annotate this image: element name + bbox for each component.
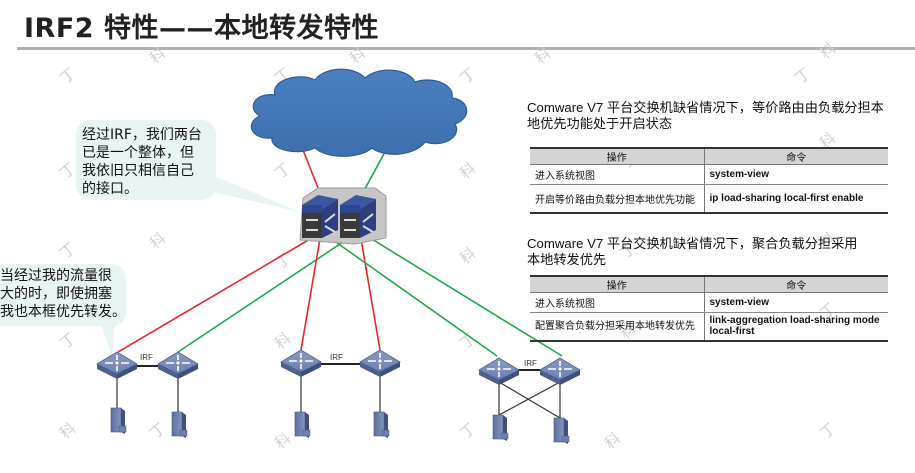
speech-bubble-irf-core: 经过IRF，我们两台 已是一个整体，但 我依旧只相信自己 的接口。 xyxy=(76,120,216,200)
link-red-core-g2a xyxy=(300,232,322,351)
server-host-icon xyxy=(171,411,188,438)
access-switch-icon xyxy=(539,357,581,385)
command-cell: system-view xyxy=(703,292,888,313)
header-operation: 操作 xyxy=(530,147,704,165)
bubble-top-tail xyxy=(200,170,300,212)
server-host-icon xyxy=(492,414,509,441)
link-red-core-g1 xyxy=(117,231,323,353)
bubble-line: 我依旧只相信自己 xyxy=(82,163,194,179)
server-host-icon xyxy=(553,417,570,444)
table-row: 开启等价路由负载分担本地优先功能 ip load-sharing local-f… xyxy=(530,184,888,214)
host-cross-link xyxy=(498,381,561,416)
operation-cell: 开启等价路由负载分担本地优先功能 xyxy=(530,184,704,214)
access-switch-icon xyxy=(96,351,138,379)
table-row: 配置聚合负载分担采用本地转发优先 link-aggregation load-s… xyxy=(530,312,888,342)
bubble-left-tail xyxy=(100,322,115,356)
host-cross-link xyxy=(498,381,561,419)
command-cell: system-view xyxy=(703,164,888,185)
link-green-core-g3b xyxy=(361,232,563,357)
table-header-row: 操作 命令 xyxy=(530,275,888,293)
bubble-line: 当经过我的流量很 xyxy=(0,268,112,284)
speech-bubble-local-forwarding: 当经过我的流量很 大的时，即使拥塞 我也本框优先转发。 xyxy=(0,264,126,326)
section2-description: Comware V7 平台交换机缺省情况下，聚合负载分担采用 本地转发优先 xyxy=(527,236,857,268)
server-host-icon xyxy=(294,411,311,438)
bubble-line: 经过IRF，我们两台 xyxy=(82,127,202,143)
irf-label-g3: IRF xyxy=(524,359,537,368)
access-switch-icon xyxy=(280,349,322,377)
operation-cell: 配置聚合负载分担采用本地转发优先 xyxy=(530,312,704,342)
command-cell: link-aggregation load-sharing mode local… xyxy=(703,312,888,342)
irf-label-g1: IRF xyxy=(140,353,153,362)
header-command: 命令 xyxy=(703,147,888,165)
bubble-line: 我也本框优先转发。 xyxy=(0,304,126,320)
link-green-core-g3a xyxy=(322,232,498,357)
server-host-icon xyxy=(373,411,390,438)
network-cloud-icon xyxy=(250,68,468,157)
header-operation: 操作 xyxy=(530,275,704,293)
description-line: Comware V7 平台交换机缺省情况下，聚合负载分担采用 xyxy=(527,236,858,251)
table-row: 进入系统视图 system-view xyxy=(530,292,888,313)
section1-command-table: 操作 命令 进入系统视图 system-view 开启等价路由负载分担本地优先功… xyxy=(530,147,888,214)
irf-label-g2: IRF xyxy=(330,353,343,362)
access-switch-icon xyxy=(157,351,199,379)
section2-command-table: 操作 命令 进入系统视图 system-view 配置聚合负载分担采用本地转发优… xyxy=(530,275,888,342)
operation-cell: 进入系统视图 xyxy=(530,164,704,185)
link-green-core-g1 xyxy=(177,231,359,353)
access-switch-icon xyxy=(478,357,520,385)
core-switch-stack-icon xyxy=(299,187,387,245)
table-header-row: 操作 命令 xyxy=(530,147,888,165)
server-host-icon xyxy=(110,407,127,434)
bubble-line: 已是一个整体，但 xyxy=(82,145,194,161)
title-divider xyxy=(17,47,915,50)
bubble-line: 大的时，即使拥塞 xyxy=(0,286,112,302)
description-line: 地优先功能处于开启状态 xyxy=(527,116,673,131)
access-switch-icon xyxy=(359,349,401,377)
section1-description: Comware V7 平台交换机缺省情况下，等价路由由负载分担本 地优先功能处于… xyxy=(527,100,884,132)
description-line: 本地转发优先 xyxy=(527,252,607,267)
slide-title: IRF2 特性——本地转发特性 xyxy=(24,13,379,44)
link-red-core-g2b xyxy=(359,232,381,351)
table-row: 进入系统视图 system-view xyxy=(530,164,888,185)
header-command: 命令 xyxy=(703,275,888,293)
description-line: Comware V7 平台交换机缺省情况下，等价路由由负载分担本 xyxy=(527,100,884,115)
command-cell: ip load-sharing local-first enable xyxy=(703,184,888,214)
bubble-line: 的接口。 xyxy=(82,181,138,197)
operation-cell: 进入系统视图 xyxy=(530,292,704,313)
